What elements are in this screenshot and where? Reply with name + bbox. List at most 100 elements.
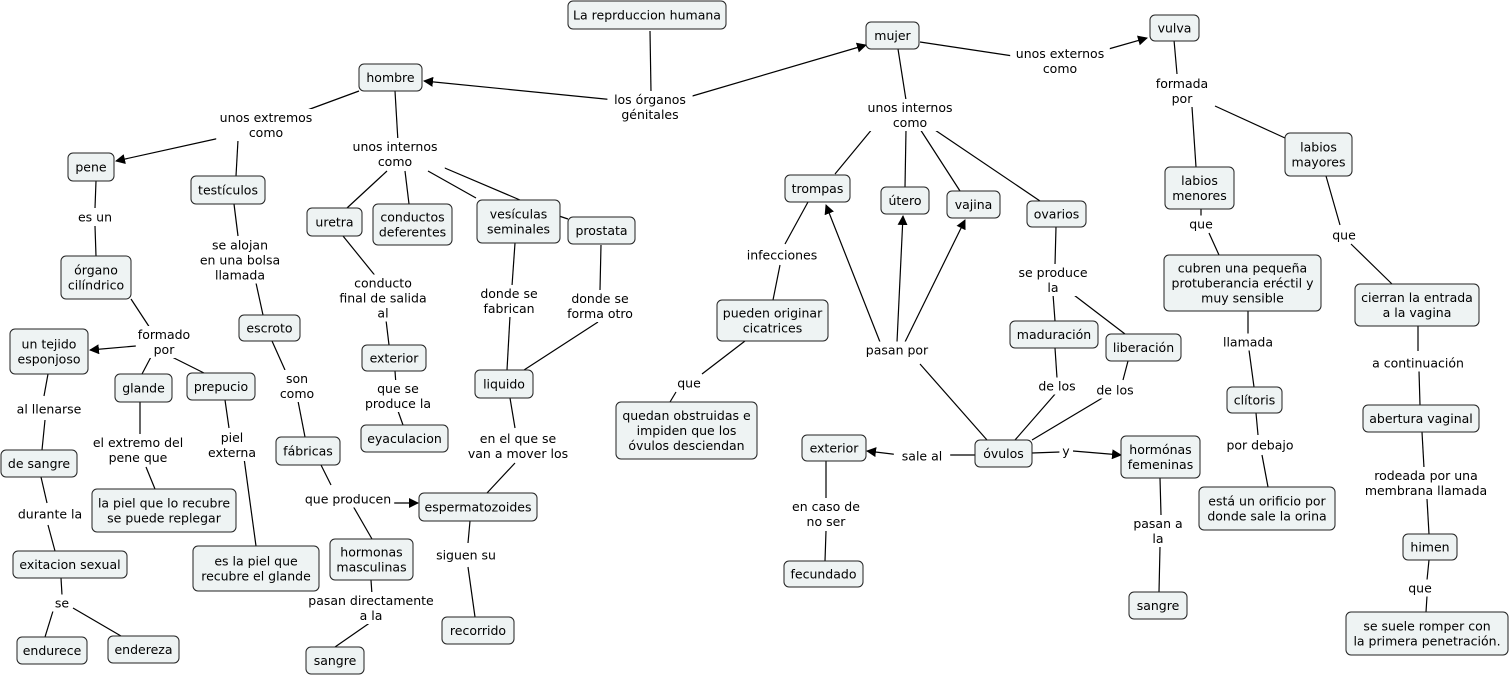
concept-pene[interactable]: pene [67,152,115,182]
concept-box [305,646,365,675]
text-line: van a mover los [468,446,568,461]
concept-testiculos[interactable]: testículos [190,175,266,205]
concept-endurece[interactable]: endurece [16,636,88,665]
link-background [301,490,395,508]
concept-trompas[interactable]: trompas [784,174,851,203]
text-line: al [377,306,388,321]
concept-hombre[interactable]: hombre [358,63,423,92]
connector-line [824,530,827,562]
text-line: pasan a [1133,516,1182,531]
node-text: pene [75,160,107,175]
concept-clitoris[interactable]: clítoris [1226,386,1283,414]
concept-utero[interactable]: útero [880,186,930,215]
node-text: clítoris [1234,393,1276,408]
node-text: llamada [1223,335,1273,350]
text-line: masculinas [336,560,406,575]
concept-maduracion[interactable]: maduración [1009,320,1099,349]
concept-exitacion[interactable]: exitacion sexual [12,550,128,579]
concept-espermatozoides[interactable]: espermatozoides [418,492,538,522]
concept-escroto[interactable]: escroto [238,314,301,342]
connector-line [432,162,521,201]
concept-fabricas[interactable]: fábricas [275,436,341,466]
text-line: exitacion sexual [19,557,120,572]
text-line: son [286,371,308,386]
link-y: y [1059,442,1073,460]
connector-line [1122,360,1129,381]
link-background [477,285,541,317]
text-line: al llenarse [17,402,82,417]
concept-recorrido[interactable]: recorrido [441,616,515,645]
concept-box [783,560,864,588]
link-de-los1: de los [1032,377,1082,395]
text-line: prostata [575,223,627,238]
concept-prepucio[interactable]: prepucio [186,372,256,401]
link-background [345,138,445,170]
concept-liquido[interactable]: liquido [474,369,534,399]
concept-box [186,372,256,401]
text-line: impiden que los [637,423,737,438]
concept-fecundado[interactable]: fecundado [783,560,864,588]
concept-vulva[interactable]: vulva [1149,14,1200,42]
link-background [1090,381,1140,399]
concept-prostata[interactable]: prostata [567,216,636,245]
link-background [1221,436,1299,454]
node-text: escroto [246,321,292,336]
concept-eyaculacion[interactable]: eyaculacion [360,424,449,453]
concept-root[interactable]: La reprduccion humana [567,0,727,30]
text-line: quedan obstruidas e [622,408,751,423]
link-background [675,374,703,392]
concept-glande[interactable]: glande [114,373,173,403]
link-background [51,594,73,612]
text-line: cubren una pequeña [1178,261,1307,276]
text-line: vajina [955,197,993,212]
concept-ovulos[interactable]: óvulos [974,439,1033,468]
concept-sangre2[interactable]: sangre [1128,591,1188,620]
concept-endereza[interactable]: endereza [107,635,180,664]
concept-exterior1[interactable]: exterior [361,344,427,372]
text-line: ovarios [1034,207,1079,222]
concept-abertura[interactable]: abertura vaginal [1362,404,1480,433]
link-a-continuacion: a continuación [1364,354,1472,372]
concept-de-sangre[interactable]: de sangre [0,449,78,478]
link-background [135,326,193,358]
concept-box [358,63,423,92]
concept-uretra[interactable]: uretra [306,207,363,237]
concept-mujer[interactable]: mujer [865,21,920,50]
text-line: externa [208,445,256,460]
concept-ovarios[interactable]: ovarios [1026,200,1087,228]
concept-liberacion[interactable]: liberación [1105,333,1182,362]
connector-line [89,344,137,355]
link-de-los2: de los [1090,381,1140,399]
concept-himen[interactable]: himen [1402,533,1458,561]
concept-exterior2[interactable]: exterior [801,434,867,462]
connector-line [94,225,97,257]
link-background [74,208,116,226]
concept-vajina[interactable]: vajina [946,190,1001,219]
concept-sangre1[interactable]: sangre [305,646,365,675]
text-line: es la piel que [214,554,298,569]
node-text: pasan por [866,343,929,358]
concept-box [1009,320,1099,349]
text-line: eyaculacion [367,431,442,446]
